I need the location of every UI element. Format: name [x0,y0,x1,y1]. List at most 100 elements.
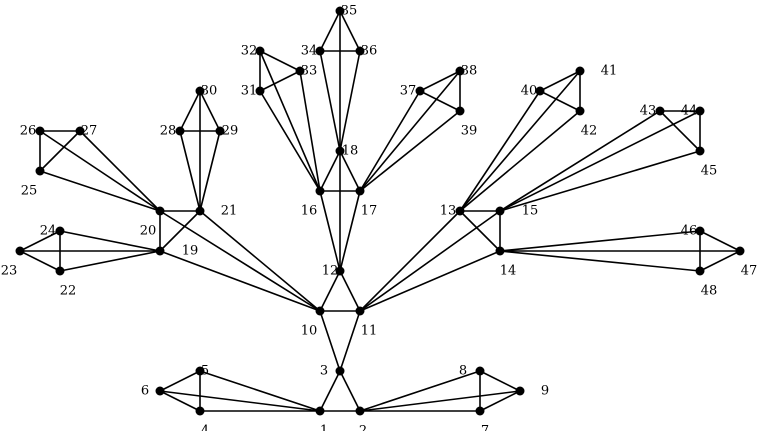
node-label-13: 13 [440,204,457,219]
node-label-32: 32 [241,44,258,59]
edge-13-14 [459,210,501,252]
node-label-28: 28 [160,124,177,139]
edge-16-31 [259,90,321,192]
edge-11-12 [339,270,361,312]
edge-46-47 [699,230,741,252]
edge-19-22 [59,250,161,272]
node-label-8: 8 [459,364,467,379]
node-20 [155,206,165,216]
node-6 [155,386,165,396]
node-10 [315,306,325,316]
edge-17-39 [359,110,461,192]
node-label-40: 40 [521,84,538,99]
edge-19-21 [159,210,201,252]
edge-8-9 [479,370,521,392]
node-26 [35,126,45,136]
node-5 [195,366,205,376]
node-40 [535,86,545,96]
node-label-30: 30 [201,84,218,99]
edge-37-39 [419,90,461,112]
node-label-47: 47 [741,264,757,279]
edge-17-37 [359,90,421,192]
edge-15-43 [499,110,661,212]
edge-11-15 [359,210,501,312]
node-44 [695,106,705,116]
node-13 [455,206,465,216]
node-label-38: 38 [461,64,478,79]
node-label-31: 31 [241,84,258,99]
edge-14-48 [499,250,701,272]
edge-47-48 [699,250,741,272]
node-46 [695,226,705,236]
node-label-1: 1 [320,424,328,431]
edge-25-27 [39,130,81,172]
edge-5-6 [159,370,201,392]
node-28 [175,126,185,136]
node-label-17: 17 [361,204,378,219]
node-4 [195,406,205,416]
node-9 [515,386,525,396]
edge-37-38 [419,70,461,92]
node-48 [695,266,705,276]
node-label-37: 37 [400,84,417,99]
edge-7-9 [479,390,521,412]
edge-10-20 [159,210,321,312]
edge-35-36 [339,10,361,52]
edge-11-13 [359,210,461,312]
node-label-44: 44 [681,104,698,119]
node-36 [355,46,365,56]
node-7 [475,406,485,416]
node-1 [315,406,325,416]
edge-17-18 [339,150,361,192]
node-42 [575,106,585,116]
edge-12-16 [319,190,341,272]
edge-40-41 [539,70,581,92]
edge-12-17 [339,190,361,272]
node-label-26: 26 [20,124,37,139]
node-label-34: 34 [301,44,318,59]
node-11 [355,306,365,316]
node-38 [455,66,465,76]
edge-28-30 [179,90,201,132]
node-label-39: 39 [461,124,478,139]
edge-32-33 [259,50,301,72]
node-label-48: 48 [701,284,718,299]
node-34 [315,46,325,56]
node-label-7: 7 [481,424,489,431]
edge-34-35 [319,10,341,52]
node-label-14: 14 [500,264,517,279]
edge-1-6 [159,390,321,412]
edge-16-33 [299,70,321,192]
node-23 [15,246,25,256]
edge-11-14 [359,250,501,312]
node-label-27: 27 [81,124,98,139]
node-label-18: 18 [342,144,359,159]
edge-3-11 [339,310,361,372]
edge-43-45 [659,110,701,152]
node-22 [55,266,65,276]
node-17 [355,186,365,196]
node-18 [335,146,345,156]
node-12 [335,266,345,276]
edge-15-44 [499,110,701,212]
node-33 [295,66,305,76]
edge-20-26 [39,130,161,212]
node-47 [735,246,745,256]
edge-16-18 [319,150,341,192]
node-32 [255,46,265,56]
node-8 [475,366,485,376]
edge-13-41 [459,70,581,212]
edge-2-9 [359,390,521,412]
edge-20-25 [39,170,161,212]
node-label-15: 15 [522,204,539,219]
node-label-23: 23 [1,264,18,279]
node-35 [335,6,345,16]
edge-10-19 [159,250,321,312]
node-29 [215,126,225,136]
node-label-46: 46 [681,224,698,239]
edge-10-21 [199,210,321,312]
node-label-2: 2 [359,424,367,431]
edge-17-38 [359,70,461,192]
node-label-21: 21 [221,204,238,219]
node-label-20: 20 [140,224,157,239]
